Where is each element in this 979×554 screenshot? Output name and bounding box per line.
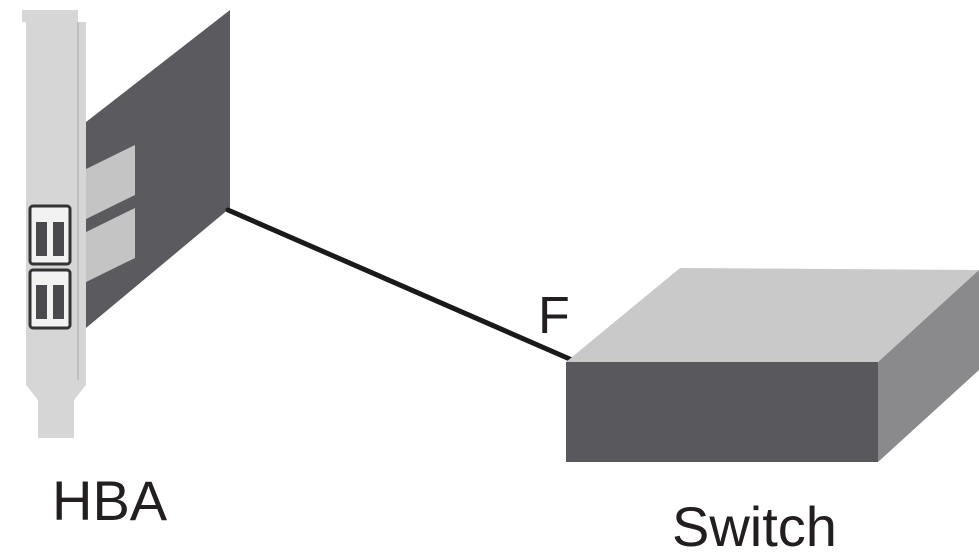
switch-front-face	[566, 362, 878, 462]
hba-port-lower	[30, 270, 70, 328]
hba-port-upper	[30, 206, 70, 264]
port-label: F	[538, 287, 570, 345]
switch-box-icon	[566, 268, 979, 462]
fibre-cable	[228, 210, 572, 360]
hba-label: HBA	[52, 469, 168, 532]
hba-card-icon	[22, 10, 230, 438]
switch-label: Switch	[672, 495, 837, 554]
